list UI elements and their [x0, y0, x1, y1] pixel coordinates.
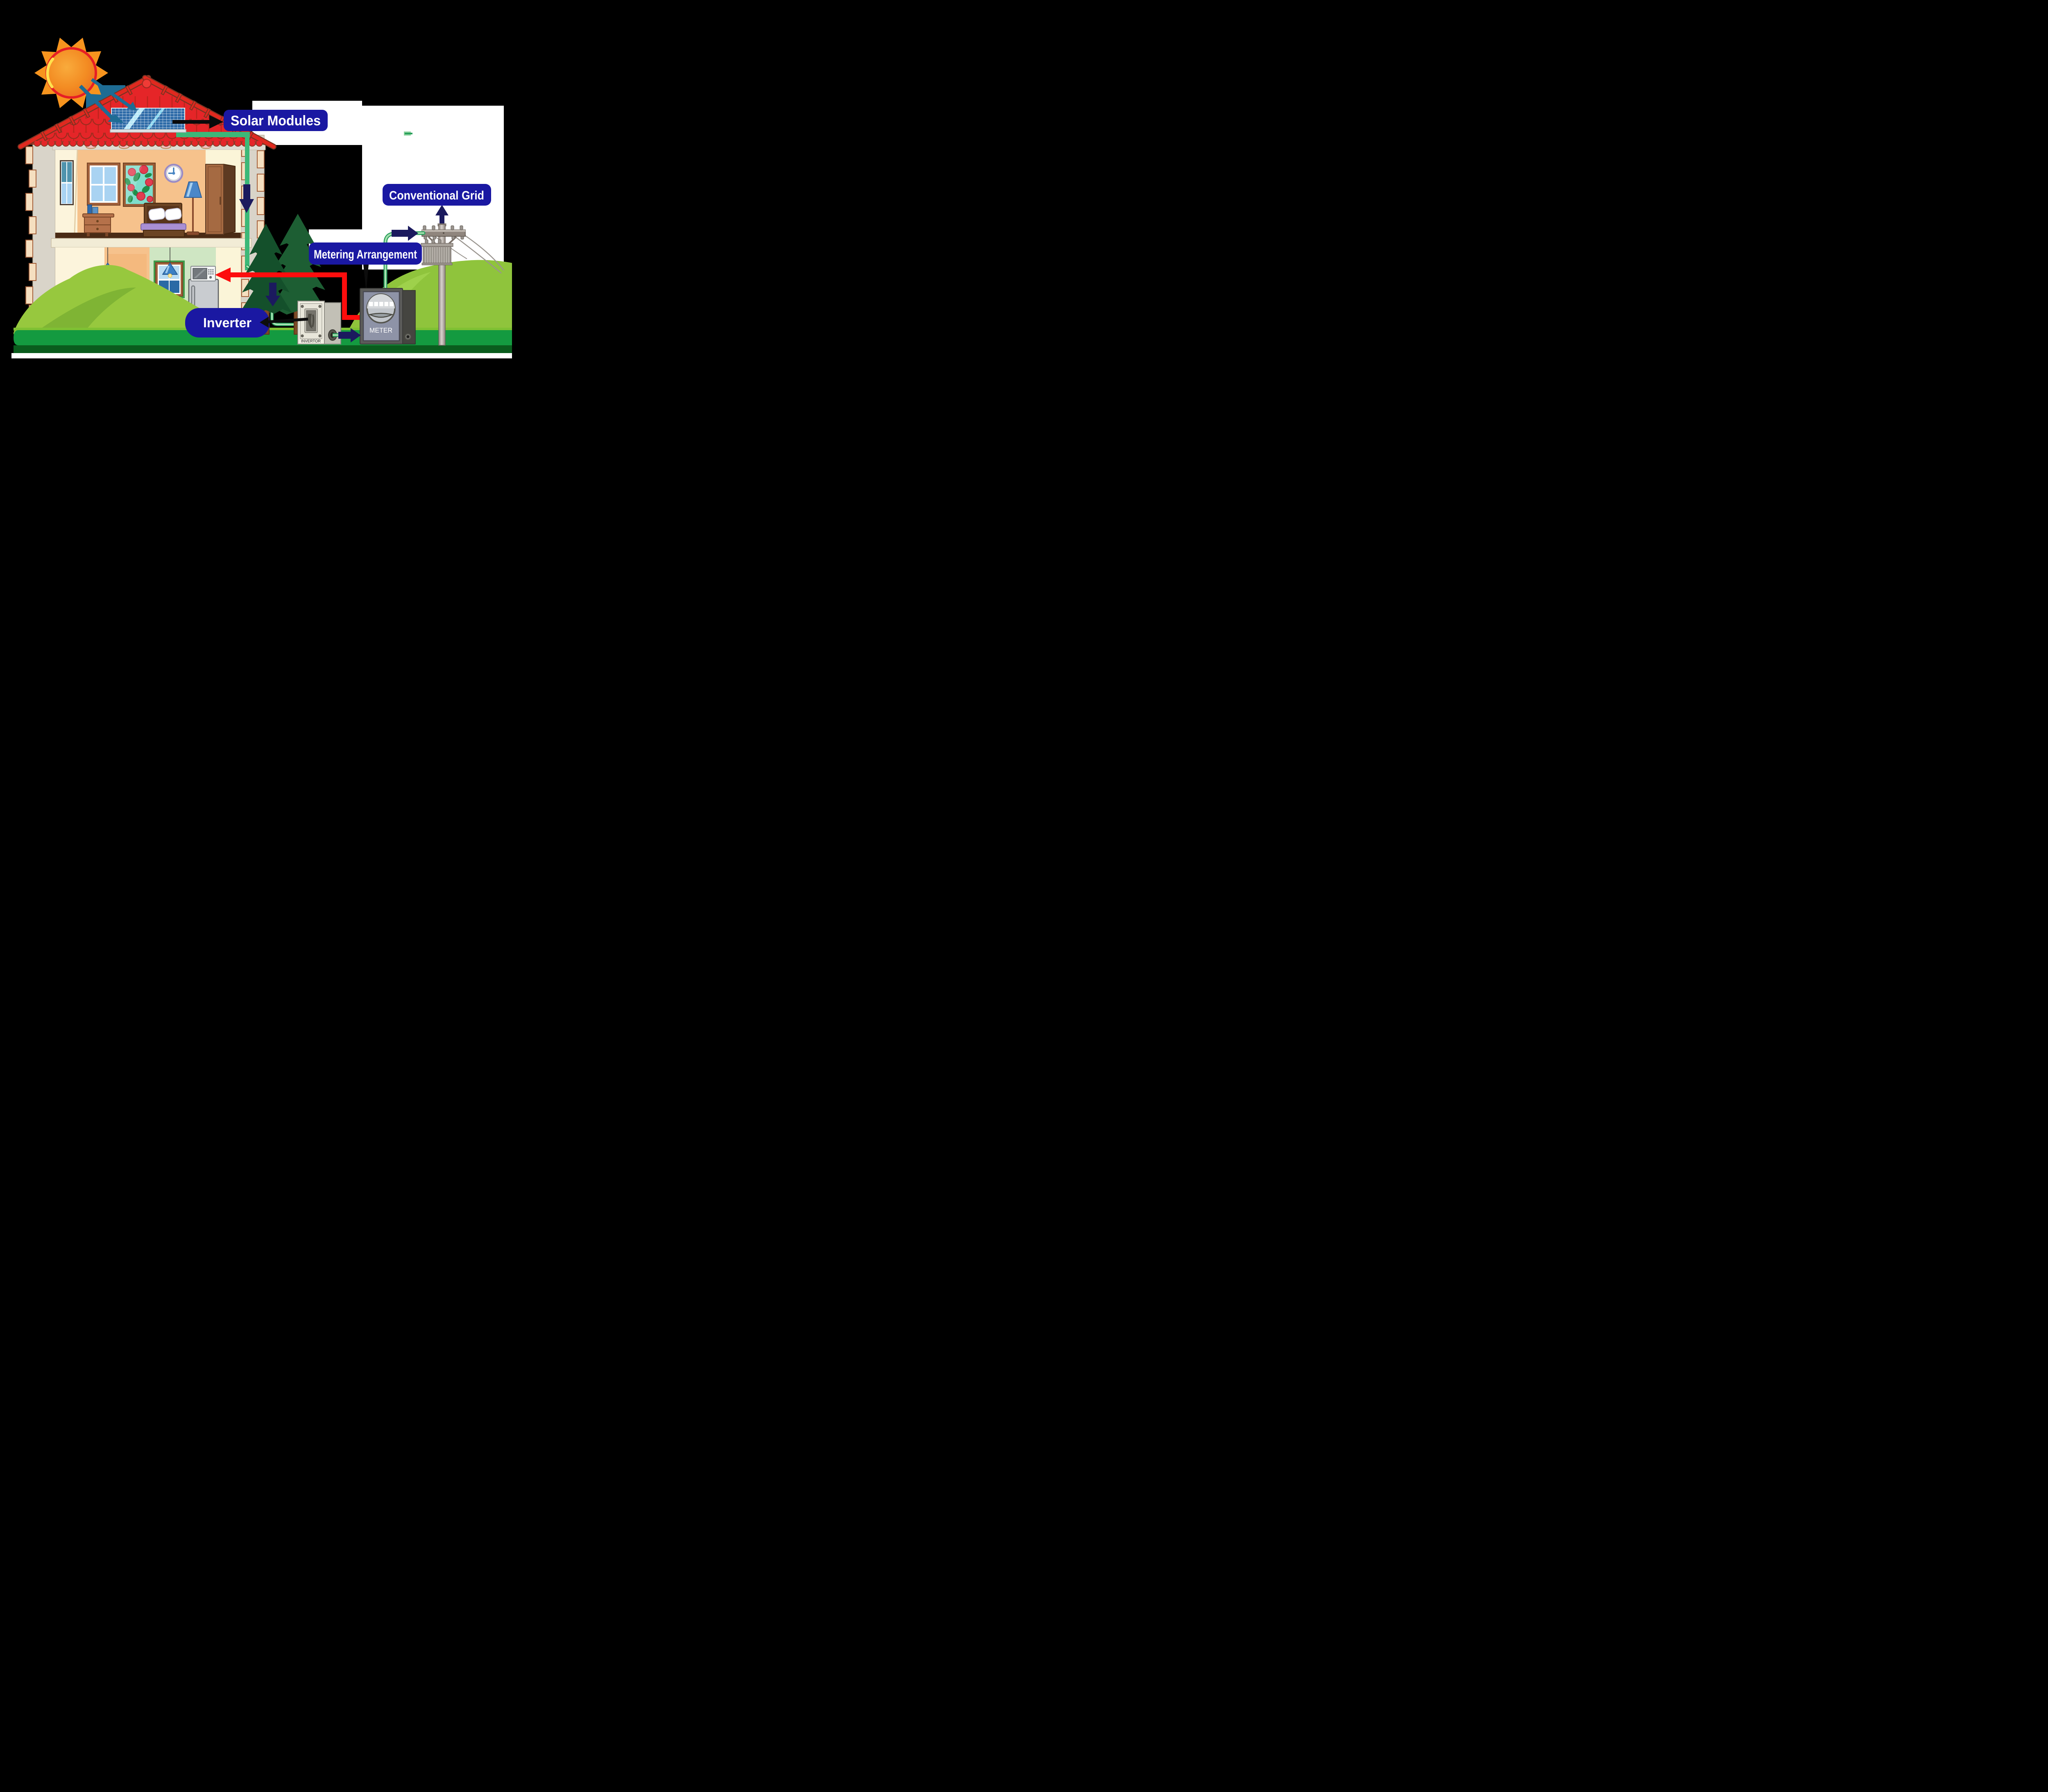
solar-modules-label	[224, 110, 328, 131]
right-arrow-icon	[338, 328, 361, 342]
floor-slab	[51, 238, 252, 248]
crossarm	[421, 229, 466, 237]
book-icon	[92, 207, 98, 214]
meter-dial	[368, 313, 394, 318]
metering-arrangement-label	[309, 242, 422, 265]
artifact-green-dash	[404, 131, 412, 136]
power-line	[462, 233, 504, 271]
solar-panel-icon	[110, 108, 186, 133]
right-arrow-icon	[392, 226, 418, 241]
power-line	[453, 235, 502, 274]
floor-lamp-icon	[184, 181, 202, 236]
solar-system-diagram: INVERTOR METER Solar Modules Conventiona…	[0, 0, 512, 358]
solar-pointer-arrow	[172, 115, 223, 129]
callout-labels: Solar Modules Conventional Grid Metering…	[185, 110, 491, 338]
eave-tiles	[34, 141, 262, 147]
panel-frame	[110, 129, 186, 133]
red-power-arrow-icon	[215, 267, 362, 320]
solar-modules-label-text: Solar Modules	[231, 113, 321, 129]
meter-box-label: METER	[369, 326, 392, 334]
transformer-icon	[421, 243, 453, 265]
meter-digits	[369, 302, 394, 306]
book-icon	[87, 204, 92, 214]
left-hill-shade	[33, 288, 136, 334]
conventional-grid-label	[383, 184, 491, 206]
microwave-icon	[190, 266, 216, 281]
sun-icon	[34, 38, 108, 108]
black-pointer-arrow-icon	[260, 317, 308, 328]
metering-arrangement-label-text: Metering Arrangement	[314, 248, 417, 261]
meter-pointer-arrow	[363, 265, 369, 292]
sunlight-arrow-icon	[79, 78, 137, 123]
bedroom-window	[87, 163, 120, 206]
side-window	[60, 160, 74, 205]
inverter-label-text: Inverter	[203, 315, 251, 330]
roof-finial	[142, 79, 152, 88]
wall-clock-icon	[164, 163, 184, 183]
inverter-switch-icon: INVERTOR	[297, 301, 341, 344]
insulators	[423, 225, 464, 244]
wardrobe-icon	[205, 163, 236, 235]
rose-painting-icon	[123, 163, 156, 207]
nightstand-icon	[82, 204, 114, 236]
inverter-label	[185, 308, 270, 338]
bed-icon	[140, 203, 186, 239]
inverter-box-label: INVERTOR	[301, 339, 321, 344]
pendant-lamp-icon	[162, 247, 178, 278]
conventional-grid-label-text: Conventional Grid	[389, 189, 484, 202]
down-arrow-icon	[265, 283, 280, 306]
utility-pole-icon	[421, 223, 504, 346]
electric-meter-icon: METER	[360, 288, 416, 344]
diagram-stage: INVERTOR METER Solar Modules Conventiona…	[0, 0, 512, 358]
down-arrow-icon	[239, 184, 254, 213]
